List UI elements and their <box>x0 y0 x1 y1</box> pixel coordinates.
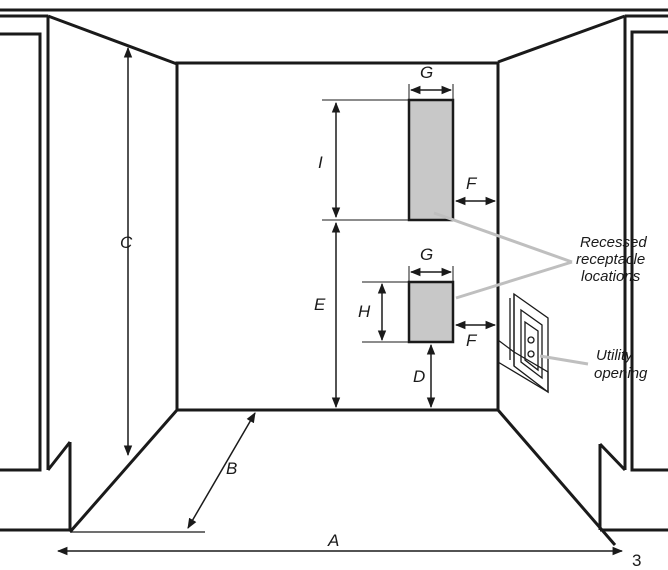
receptacle-callout: Recessed receptacle locations <box>576 234 647 285</box>
callout-leaders <box>433 211 589 366</box>
right-cabinet <box>598 16 668 532</box>
dim-b-arrow <box>187 412 256 529</box>
utility-opening-outlet <box>497 292 549 394</box>
dim-label-i: I <box>318 153 323 172</box>
left-cabinet <box>0 16 72 532</box>
floor-lines <box>68 409 617 546</box>
dim-label-b: B <box>226 459 237 478</box>
dim-label-e: E <box>314 295 326 314</box>
dim-label-d: D <box>413 367 425 386</box>
dim-label-g-upper: G <box>420 63 433 82</box>
dim-label-f-upper: F <box>466 174 478 193</box>
svg-text:Utility: Utility <box>596 347 634 364</box>
dim-label-g-lower: G <box>420 245 433 264</box>
dim-label-h: H <box>358 302 371 321</box>
lower-receptacle-box <box>407 280 455 344</box>
svg-text:opening: opening <box>594 365 648 382</box>
dim-label-c: C <box>120 233 133 252</box>
svg-text:receptacle: receptacle <box>576 251 645 268</box>
svg-text:Recessed: Recessed <box>580 234 647 251</box>
page-number: 3 <box>632 551 641 570</box>
ceiling-lines <box>0 8 668 66</box>
extension-lines <box>322 84 454 343</box>
dim-label-a: A <box>327 531 339 550</box>
svg-text:locations: locations <box>581 268 641 285</box>
dim-label-f-lower: F <box>466 331 478 350</box>
dimension-arrows <box>56 46 624 556</box>
utility-callout: Utility opening <box>594 347 648 382</box>
upper-receptacle-box <box>407 98 455 222</box>
